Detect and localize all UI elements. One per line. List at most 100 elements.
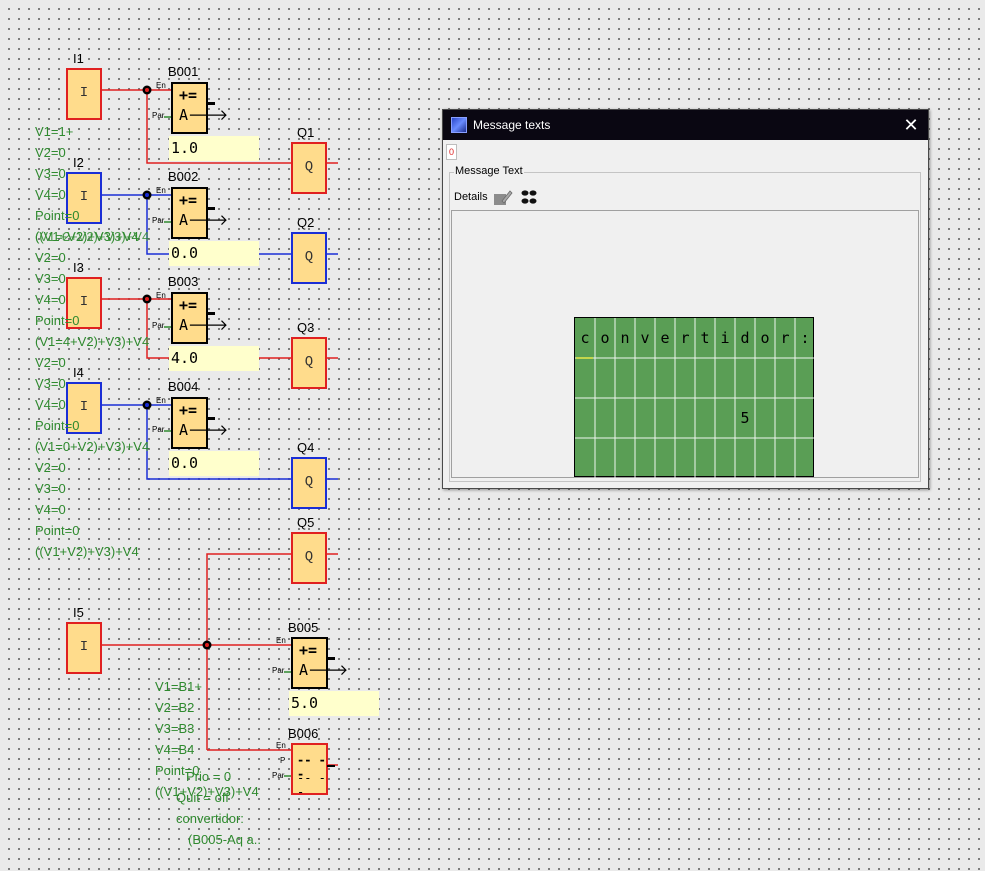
lcd-char: c bbox=[580, 329, 590, 347]
analog-op: A🡒 bbox=[179, 316, 229, 334]
output-block-q4[interactable]: Q bbox=[291, 457, 327, 509]
param-text: V2=0 bbox=[35, 355, 66, 370]
input-symbol: I bbox=[79, 399, 89, 416]
text-block-label: B006 bbox=[288, 726, 319, 741]
edit-pencil-icon[interactable] bbox=[493, 188, 513, 206]
lcd-char: 5 bbox=[740, 409, 750, 427]
close-icon[interactable]: ✕ bbox=[903, 115, 919, 135]
adder-label-b003: B003 bbox=[168, 274, 199, 289]
message-texts-dialog: Message texts ✕ 0 Message Text Details c… bbox=[442, 109, 929, 489]
input-block-i4[interactable]: I bbox=[66, 382, 102, 434]
param-text: V3=0 bbox=[35, 376, 66, 391]
pin-p: P bbox=[280, 756, 286, 765]
pin-par: Par bbox=[272, 666, 285, 675]
param-text: convertidor: bbox=[176, 811, 244, 826]
output-block-q3[interactable]: Q bbox=[291, 337, 327, 389]
param-text: (V1=0+V2)+V3)+V4 bbox=[35, 439, 150, 454]
pin-en: En bbox=[156, 186, 166, 195]
details-label: Details bbox=[454, 191, 488, 203]
wire-i5-q5 bbox=[206, 553, 291, 750]
param-text: ((V1+V2)+V3)+V4 bbox=[155, 784, 259, 799]
adder-value-b002: 0.0 bbox=[169, 241, 259, 266]
input-label-i5: I5 bbox=[73, 605, 84, 620]
param-text: V4=0 bbox=[35, 502, 66, 517]
lcd-char: i bbox=[720, 329, 730, 347]
param-text: Quit = off bbox=[176, 790, 229, 805]
param-text: ((V1+V2)+V3)+V4 bbox=[35, 544, 139, 559]
param-text: V3=0 bbox=[35, 271, 66, 286]
input-symbol: I bbox=[79, 639, 89, 656]
lcd-char: o bbox=[600, 329, 610, 347]
output-symbol: Q bbox=[304, 474, 314, 491]
adder-label-b001: B001 bbox=[168, 64, 199, 79]
input-block-i1[interactable]: I bbox=[66, 68, 102, 120]
input-symbol: I bbox=[79, 85, 89, 102]
pin-en: En bbox=[156, 291, 166, 300]
output-block-q1[interactable]: Q bbox=[291, 142, 327, 194]
param-text: V4=B4 bbox=[155, 742, 195, 757]
param-text: (V1=2+V2)+V3)+V4 bbox=[35, 229, 150, 244]
input-label-i3: I3 bbox=[73, 260, 84, 275]
adder-value-b005: 5.0 bbox=[289, 691, 379, 716]
param-text: Point=0 bbox=[35, 418, 80, 433]
param-text: V2=B2 bbox=[155, 700, 195, 715]
add-op: += bbox=[299, 641, 318, 659]
adder-label-b004: B004 bbox=[168, 379, 199, 394]
message-text-block-b006[interactable]: -- -- -- -- bbox=[291, 743, 335, 799]
output-label-q5: Q5 bbox=[297, 515, 315, 530]
output-block-q2[interactable]: Q bbox=[291, 232, 327, 284]
param-text: V3=B3 bbox=[155, 721, 195, 736]
input-label-i2: I2 bbox=[73, 155, 84, 170]
param-text: ((V1+V2)+V3)+V4 bbox=[35, 229, 139, 244]
pin-par: Par bbox=[152, 321, 165, 330]
add-op: += bbox=[179, 296, 198, 314]
adder-block-b002[interactable]: += A🡒 bbox=[171, 187, 228, 239]
analog-op: A🡒 bbox=[179, 211, 229, 229]
input-block-i3[interactable]: I bbox=[66, 277, 102, 329]
lcd-char: r bbox=[680, 329, 690, 347]
param-text: (V1=4+V2)+V3)+V4 bbox=[35, 334, 150, 349]
adder-block-b005[interactable]: += A🡒 bbox=[291, 637, 348, 689]
lcd-char: r bbox=[780, 329, 790, 347]
param-text: Point=0 bbox=[35, 313, 80, 328]
adder-block-b004[interactable]: += A🡒 bbox=[171, 397, 228, 449]
adder-label-b005: B005 bbox=[288, 620, 319, 635]
pin-par: Par bbox=[152, 216, 165, 225]
param-text: V2=0 bbox=[35, 250, 66, 265]
pin-en: En bbox=[156, 396, 166, 405]
output-label-q1: Q1 bbox=[297, 125, 315, 140]
param-text: V4=0 bbox=[35, 292, 66, 307]
add-op: += bbox=[179, 86, 198, 104]
analog-op: A🡒 bbox=[299, 661, 349, 679]
lcd-char: n bbox=[620, 329, 630, 347]
adder-value-b001: 1.0 bbox=[169, 136, 259, 161]
footprint-icon[interactable] bbox=[519, 189, 539, 205]
param-text: V3=0 bbox=[35, 166, 66, 181]
input-block-i2[interactable]: I bbox=[66, 172, 102, 224]
text-block-line1: -- -- bbox=[297, 753, 326, 781]
wire-i1-q1 bbox=[146, 90, 291, 164]
param-text: (B005-Aq a.. bbox=[188, 832, 261, 847]
output-block-q5[interactable]: Q bbox=[291, 532, 327, 584]
adder-block-b003[interactable]: += A🡒 bbox=[171, 292, 228, 344]
analog-op: A🡒 bbox=[179, 421, 229, 439]
wire-i4-q4 bbox=[146, 405, 291, 480]
input-symbol: I bbox=[79, 294, 89, 311]
param-text: Point=0 bbox=[155, 763, 200, 778]
input-block-i5[interactable]: I bbox=[66, 622, 102, 674]
param-text: Point=0 bbox=[35, 208, 80, 223]
input-symbol: I bbox=[79, 189, 89, 206]
message-text-group: Message Text bbox=[449, 165, 921, 482]
adder-block-b001[interactable]: += A🡒 bbox=[171, 82, 228, 134]
tab-0[interactable]: 0 bbox=[446, 144, 457, 160]
param-text: V4=0 bbox=[35, 397, 66, 412]
lcd-char: : bbox=[800, 329, 810, 347]
dialog-titlebar[interactable]: Message texts ✕ bbox=[443, 110, 928, 140]
pin-par: Par bbox=[272, 771, 285, 780]
pin-par: Par bbox=[152, 111, 165, 120]
input-label-i4: I4 bbox=[73, 365, 84, 380]
app-icon bbox=[451, 117, 467, 133]
